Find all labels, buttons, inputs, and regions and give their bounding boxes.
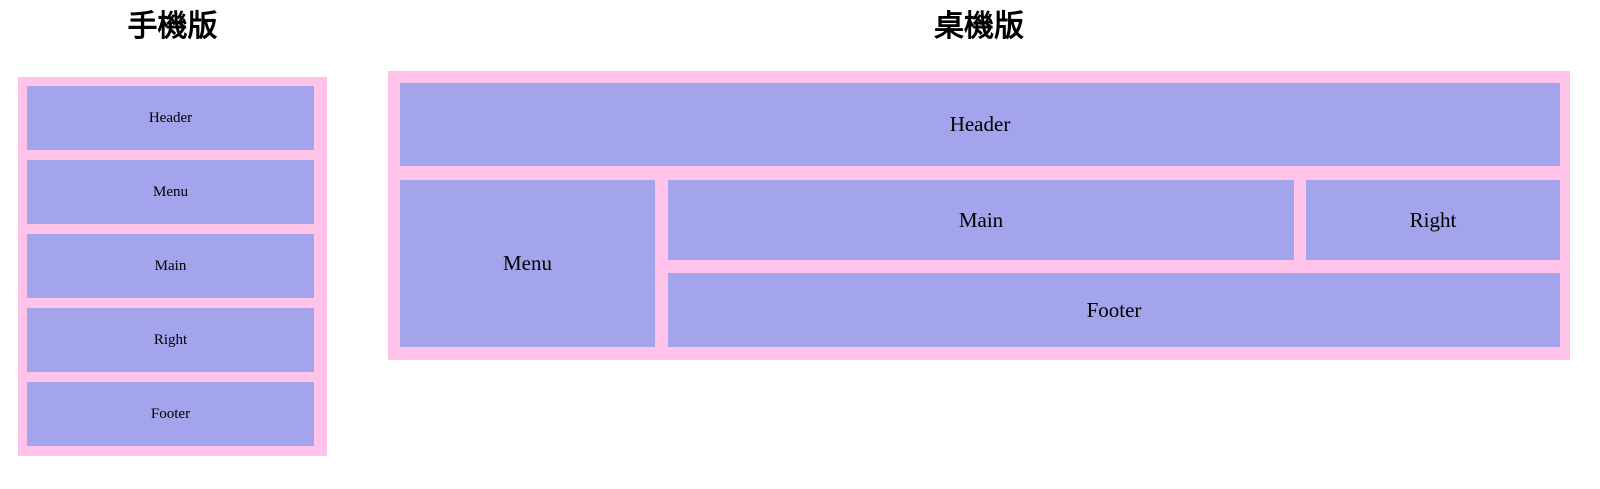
desktop-region-main-label: Main [958, 207, 1004, 232]
desktop-region-header-label: Header [949, 112, 1011, 136]
mobile-region-footer-label: Footer [150, 405, 191, 422]
mobile-region-main: Main [27, 234, 314, 298]
mobile-region-header-label: Header [148, 109, 193, 126]
desktop-region-menu-label: Menu [503, 251, 552, 275]
desktop-region-header: Header [400, 83, 1560, 166]
desktop-region-footer: Footer [668, 273, 1560, 347]
desktop-region-footer-label: Footer [1086, 297, 1142, 322]
mobile-region-menu-label: Menu [153, 183, 188, 200]
desktop-region-right-label: Right [1409, 207, 1457, 232]
desktop-layout-frame: Header Menu Main Right Footer [388, 71, 1570, 360]
desktop-region-right: Right [1306, 180, 1560, 260]
mobile-region-right-label: Right [153, 331, 188, 348]
mobile-region-footer: Footer [27, 382, 314, 446]
mobile-section-title: 手機版 [127, 10, 218, 43]
desktop-region-main: Main [668, 180, 1294, 260]
desktop-region-menu: Menu [400, 180, 655, 347]
mobile-region-main-label: Main [154, 257, 187, 274]
mobile-region-right: Right [27, 308, 314, 372]
desktop-section-title: 桌機版 [934, 10, 1024, 43]
mobile-layout-frame: Header Menu Main Right Footer [18, 77, 327, 456]
mobile-region-header: Header [27, 86, 314, 150]
mobile-region-menu: Menu [27, 160, 314, 224]
